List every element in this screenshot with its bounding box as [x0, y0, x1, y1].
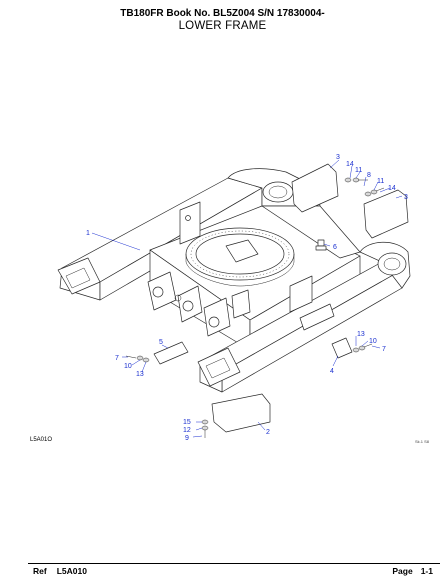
swing-circle-bolt-pcd [190, 230, 290, 278]
lower-frame-drawing [57, 163, 411, 438]
book-model-line: TB180FR Book No. BL5Z004 S/N 17830004- [120, 8, 325, 19]
callout-10-left: 10 [124, 363, 132, 370]
callout-7-left: 7 [115, 355, 119, 362]
callout-6: 6 [333, 244, 337, 251]
callout-3-upper: 3 [336, 154, 340, 161]
callout-3-right: 3 [404, 194, 408, 201]
callout-5: 5 [159, 339, 163, 346]
bolt-stack-upper [344, 177, 368, 183]
gusset-plate-b [299, 303, 335, 331]
callout-labels: 1 2 3 3 4 5 6 7 7 8 9 10 10 11 11 12 13 … [86, 154, 408, 442]
callout-12: 12 [183, 427, 191, 434]
gusset-plate-a [289, 275, 313, 313]
page-header: TB180FR Book No. BL5Z004 S/N 17830004- L… [0, 8, 445, 33]
swing-circle-ring-depth [185, 254, 295, 287]
section-title: LOWER FRAME [178, 20, 267, 32]
grease-nipple-stand [315, 239, 327, 251]
callout-leaders [91, 159, 403, 438]
callout-11-upper: 11 [355, 167, 362, 174]
footer-page: Page 1-1 [392, 566, 433, 576]
ref-value: L5A010 [56, 566, 87, 576]
page-label: Page [392, 566, 413, 576]
callout-14-upper: 14 [346, 161, 354, 168]
callout-7-right: 7 [382, 346, 386, 353]
idler-housing-upper-bore-inner [268, 185, 288, 199]
right-front-bracket [197, 347, 241, 387]
left-front-bracket-slot [65, 267, 91, 289]
callout-2: 2 [266, 429, 270, 436]
bolt-stack-right [364, 187, 385, 197]
bolt-stack-under-cover [201, 419, 209, 438]
callout-9: 9 [185, 435, 189, 442]
side-cover-right [363, 189, 409, 239]
gusset-plate-c [231, 289, 251, 319]
under-cover-2 [211, 393, 271, 433]
frame-plug [185, 215, 191, 221]
callout-11-right: 11 [377, 178, 384, 185]
callout-13-right: 13 [357, 331, 365, 338]
callout-1: 1 [86, 230, 90, 237]
page-value: 1-1 [420, 566, 433, 576]
idler-housing-lower-bore [377, 252, 407, 276]
access-plate-4 [331, 337, 353, 359]
callout-8: 8 [367, 172, 371, 179]
swing-circle-centre-opening [225, 239, 259, 263]
ref-label: Ref [33, 566, 47, 576]
illustration-code: L5A01O [30, 437, 53, 443]
side-cover-upper [291, 163, 339, 213]
bolt-stack-left [125, 355, 150, 363]
idler-housing-upper-bore [262, 181, 294, 203]
footer-divider [28, 563, 440, 564]
idler-housing-lower-bore-inner [383, 257, 401, 271]
right-front-bracket-slot [205, 357, 231, 379]
callout-14-right: 14 [388, 185, 396, 192]
footer-reference: Ref L5A010 [33, 566, 87, 576]
cross-member-left [179, 201, 201, 245]
left-front-bracket [57, 257, 101, 295]
callout-10-right: 10 [369, 338, 377, 345]
callout-4: 4 [330, 368, 334, 375]
blade-link-brackets [147, 271, 231, 337]
callout-13-left: 13 [136, 371, 144, 378]
access-plate-5 [153, 341, 189, 365]
callout-15: 15 [183, 419, 191, 426]
drawing-small-code: Sk.1 S8 [415, 439, 430, 444]
